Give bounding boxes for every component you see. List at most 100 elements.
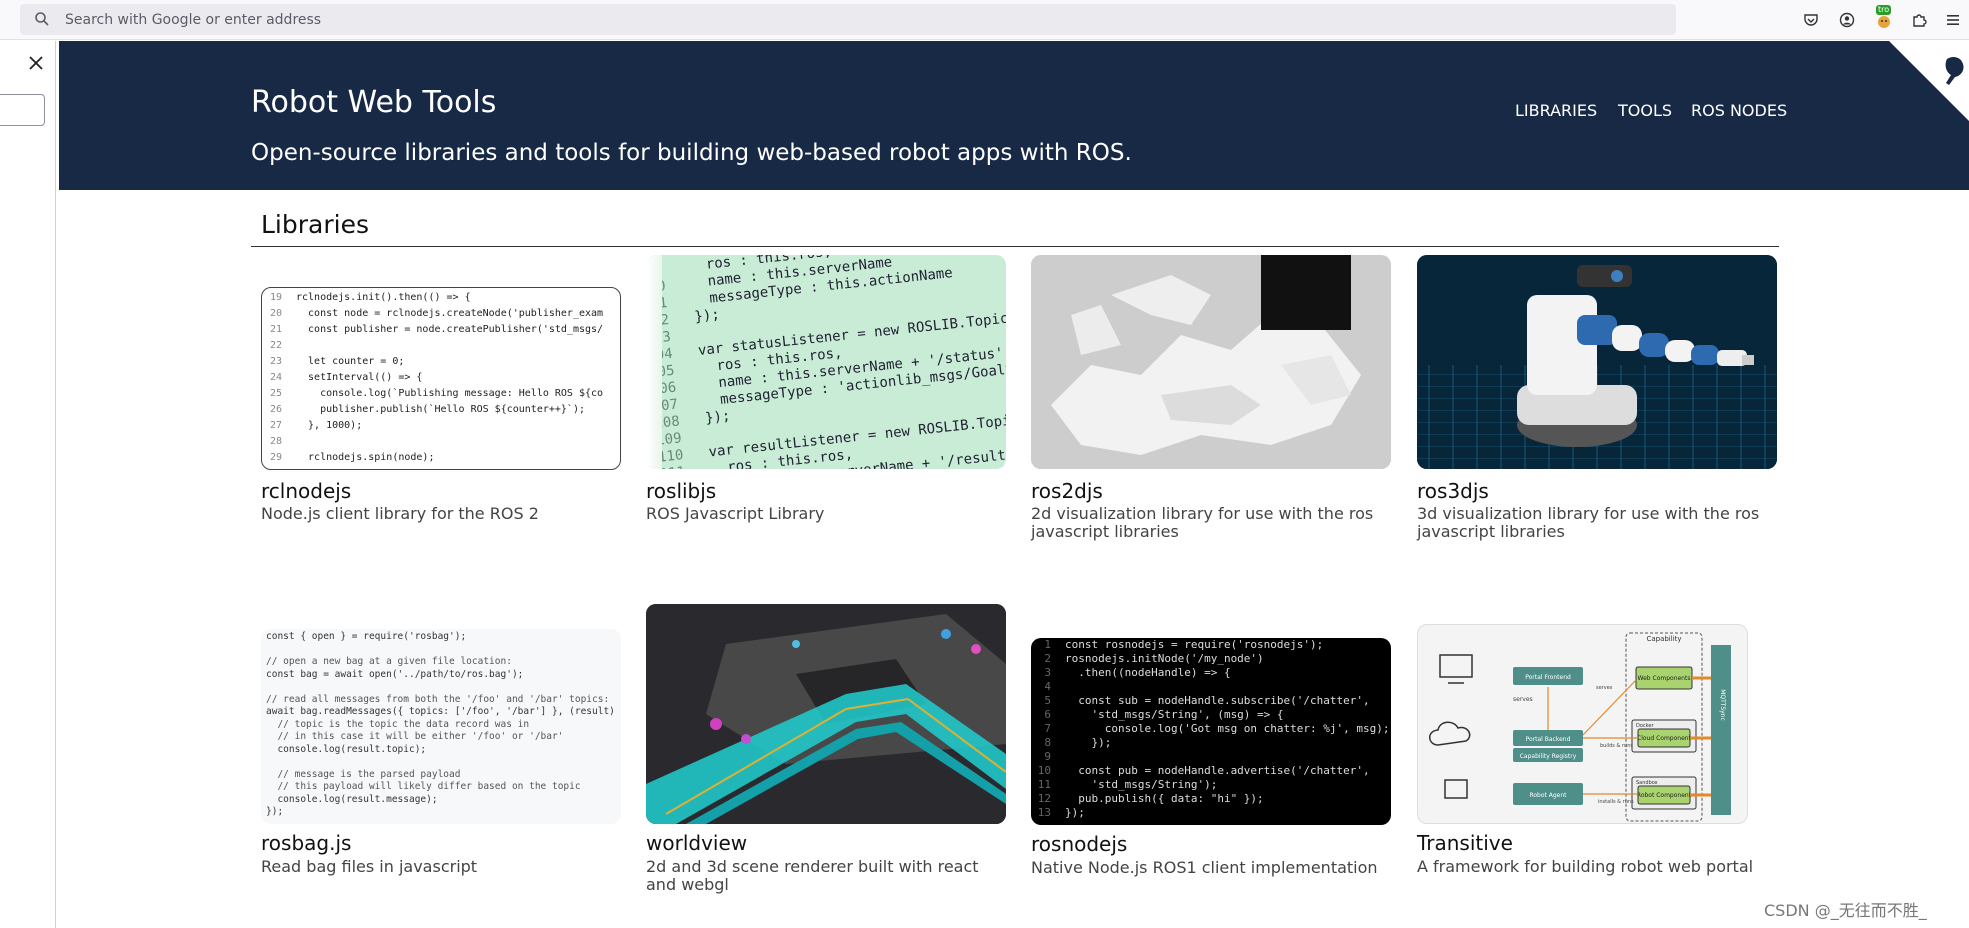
code-line: await bag.readMessages({ topics: ['/foo'… — [266, 706, 621, 717]
site-tagline: Open-source libraries and tools for buil… — [251, 140, 1132, 166]
ros2djs-thumbnail[interactable] — [1031, 255, 1391, 469]
code-snippet: 1 const rosnodejs = require('rosnodejs');… — [1031, 638, 1390, 820]
menu-icon[interactable] — [1942, 9, 1964, 31]
rosnodejs-thumbnail[interactable]: 1 const rosnodejs = require('rosnodejs');… — [1031, 638, 1391, 825]
line-number: 20 — [269, 308, 282, 319]
code-line: 10 const pub = nodeHandle.advertise('/ch… — [1031, 764, 1390, 778]
code-line: 21 const publisher = node.createPublishe… — [262, 322, 603, 338]
diagram-docker: Docker — [1636, 723, 1654, 729]
library-name[interactable]: rclnodejs — [261, 479, 352, 503]
code-text: const node = rclnodejs.createNode('publi… — [296, 308, 604, 319]
code-line: const { open } = require('rosbag'); — [266, 631, 467, 642]
code-line — [266, 644, 621, 657]
line-number: 1 — [1044, 638, 1051, 651]
close-icon[interactable] — [26, 53, 46, 73]
code-line: console.log(result.topic); — [266, 743, 427, 755]
library-name[interactable]: rosnodejs — [1031, 832, 1128, 856]
code-line: // open a new bag at a given file locati… — [266, 656, 512, 667]
code-line: 26 publisher.publish(`Hello ROS ${counte… — [262, 402, 603, 418]
diagram-robot-component: Robot Component — [1637, 792, 1692, 799]
line-number: 21 — [269, 324, 282, 335]
diagram-web-components: Web Components — [1638, 675, 1691, 682]
library-name[interactable]: ros3djs — [1417, 479, 1489, 503]
line-number: 12 — [1037, 792, 1051, 805]
code-line: // message is the parsed payload — [266, 768, 461, 780]
ros3djs-thumbnail[interactable] — [1417, 255, 1777, 469]
code-text: rclnodejs.spin(node); — [296, 452, 435, 463]
nav-ros-nodes[interactable]: ROS NODES — [1691, 101, 1788, 120]
line-number: 27 — [269, 420, 282, 431]
line-number: 25 — [269, 388, 282, 399]
diagram-sandbox: Sandbox — [1636, 780, 1658, 786]
code-line: 29 rclnodejs.spin(node); — [262, 450, 603, 466]
robot-3d-image — [1417, 255, 1777, 469]
code-line: 13}); — [1031, 806, 1390, 820]
code-line — [266, 681, 621, 694]
code-line: console.log(result.message); — [266, 793, 438, 805]
code-text: }); — [676, 306, 721, 327]
section-divider — [251, 246, 1779, 247]
code-text: const rosnodejs = require('rosnodejs'); — [1065, 638, 1324, 651]
code-text: 'std_msgs/String'); — [1065, 778, 1218, 791]
library-name[interactable]: worldview — [646, 831, 748, 855]
code-line: // read all messages from both the '/foo… — [266, 693, 610, 705]
url-input[interactable] — [65, 4, 1655, 35]
code-line: 27 }, 1000); — [262, 418, 603, 434]
code-line: }); — [266, 806, 284, 817]
code-line: 25 console.log(`Publishing message: Hell… — [262, 386, 603, 402]
browser-toolbar: tro — [0, 0, 1969, 40]
code-text: }); — [1065, 806, 1085, 819]
diagram-serves-right: serves — [1596, 685, 1613, 691]
transitive-thumbnail[interactable]: Capability MQTTSync Portal Frontend serv… — [1417, 624, 1748, 824]
library-name[interactable]: Transitive — [1417, 831, 1513, 855]
library-description: Native Node.js ROS1 client implementatio… — [1031, 858, 1378, 877]
diagram-cloud-component: Cloud Component — [1637, 735, 1692, 742]
extension-avatar-icon[interactable] — [1873, 9, 1895, 31]
roslibjs-thumbnail[interactable]: 98 var feed99 ros : this.ros,100 name : … — [646, 255, 1006, 469]
account-icon[interactable] — [1836, 9, 1858, 31]
line-number: 26 — [269, 404, 282, 415]
github-corner-icon[interactable] — [1889, 41, 1969, 121]
code-line: // topic is the topic the data record wa… — [266, 718, 530, 730]
section-title: Libraries — [261, 210, 369, 239]
code-text: }, 1000); — [296, 420, 363, 431]
line-number: 8 — [1044, 736, 1051, 749]
pocket-icon[interactable] — [1800, 9, 1822, 31]
code-text: console.log('Got msg on chatter: %j', ms… — [1065, 722, 1390, 735]
code-line — [266, 756, 621, 769]
url-bar[interactable] — [20, 4, 1676, 35]
nav-tools[interactable]: TOOLS — [1618, 101, 1673, 120]
library-name[interactable]: ros2djs — [1031, 479, 1103, 503]
line-number: 10 — [1037, 764, 1051, 777]
code-line: 11 'std_msgs/String'); — [1031, 778, 1390, 792]
diagram-mqtt: MQTTSync — [1719, 689, 1726, 721]
extension-badge: tro — [1876, 5, 1892, 15]
diagram-capability: Capability — [1646, 635, 1681, 643]
diagram-portal-frontend: Portal Frontend — [1525, 674, 1571, 681]
diagram-robot-agent: Robot Agent — [1529, 792, 1567, 799]
line-number: 19 — [269, 292, 282, 303]
library-name[interactable]: roslibjs — [646, 479, 717, 503]
nav-libraries[interactable]: LIBRARIES — [1515, 101, 1598, 120]
diagram-builds-runs: builds & runs — [1600, 743, 1633, 749]
code-text: pub.publish({ data: "hi" }); — [1065, 792, 1264, 805]
code-snippet: const { open } = require('rosbag'); // o… — [266, 631, 621, 819]
rosbag-thumbnail[interactable]: const { open } = require('rosbag'); // o… — [261, 629, 621, 824]
site-header: Robot Web Tools Open-source libraries an… — [59, 41, 1969, 190]
architecture-diagram: Capability MQTTSync Portal Frontend serv… — [1429, 632, 1731, 822]
library-name[interactable]: rosbag.js — [261, 831, 352, 855]
code-text: }); — [687, 408, 732, 429]
sidebar-search-field[interactable] — [0, 94, 45, 126]
worldview-thumbnail[interactable] — [646, 604, 1006, 824]
library-description: 2d and 3d scene renderer built with reac… — [646, 857, 979, 894]
library-description: Node.js client library for the ROS 2 — [261, 504, 539, 523]
code-line: 22 — [262, 338, 603, 354]
occupancy-map-image — [1031, 255, 1391, 469]
line-number: 11 — [1037, 778, 1051, 791]
extensions-puzzle-icon[interactable] — [1908, 9, 1930, 31]
line-number: 13 — [1037, 806, 1051, 819]
site-title[interactable]: Robot Web Tools — [251, 85, 497, 120]
